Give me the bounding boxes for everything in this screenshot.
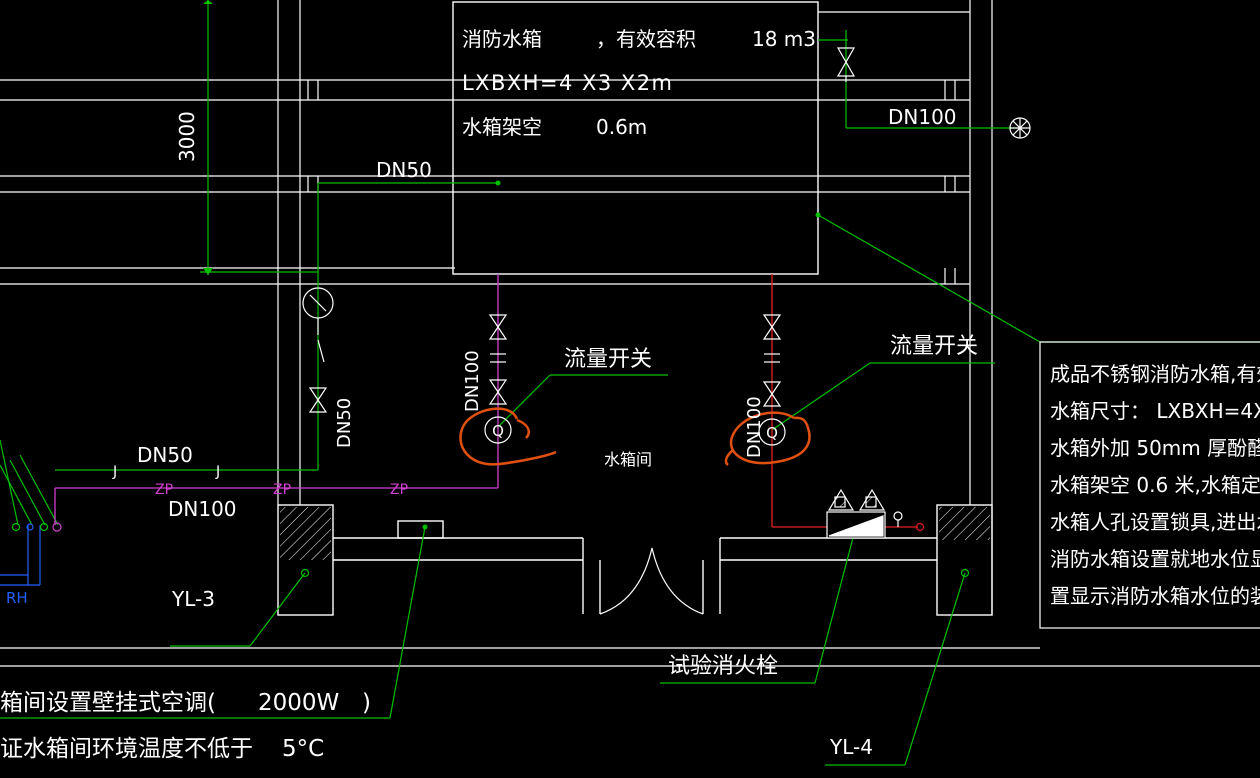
bottom-note-line1: 箱间设置壁挂式空调( [0, 690, 216, 716]
building-grid [0, 0, 1260, 667]
note-line-6: 消防水箱设置就地水位显示 [1050, 547, 1260, 571]
annotation-tick-left [516, 418, 530, 439]
label-dn50-left: DN50 [137, 443, 193, 467]
label-zp-1: ZP [155, 482, 173, 498]
pipe-end-marker [52, 522, 62, 532]
bottom-note-line2: 证水箱间环境温度不低于 [0, 736, 253, 762]
label-j-1: J [112, 464, 117, 480]
test-hydrant-outlet [915, 522, 925, 532]
bottom-note-power: 2000W [258, 690, 339, 716]
tank-volume: 18 m3 [752, 27, 816, 51]
label-rh: RH [6, 589, 28, 607]
dim-arrows [203, 0, 213, 275]
pressure-gauge [302, 287, 334, 413]
water-pipes [54, 274, 499, 525]
tank-title: 消防水箱 [462, 27, 542, 51]
label-zp-2: ZP [273, 482, 291, 498]
label-dn100-vertical-right: DN100 [744, 396, 765, 458]
label-test-hydrant: 试验消火栓 [668, 654, 778, 679]
annotation-tail-right [724, 449, 734, 466]
notes-box [1039, 341, 1260, 629]
label-flow-switch-right: 流量开关 [890, 334, 978, 359]
flow-switch-symbol-left: Q [492, 422, 504, 440]
rh-pipes [0, 525, 41, 586]
door-swing [599, 547, 704, 615]
note-line-7: 置显示消防水箱水位的装置 [1050, 584, 1260, 608]
bottom-note-close: ) [362, 690, 371, 716]
note-line-2: 水箱尺寸： LXBXH=4X [1050, 399, 1260, 423]
outlet-valves-left [484, 314, 512, 444]
note-line-1: 成品不锈钢消防水箱,有效容 [1050, 362, 1260, 386]
rh-pipe-ends [11, 522, 49, 532]
column-hatch-right [939, 507, 990, 540]
gate-valve-top [836, 47, 856, 82]
label-yl4: YL-4 [829, 735, 873, 759]
flow-switch-symbol-right: Q [766, 424, 778, 442]
label-dn50-top: DN50 [376, 158, 432, 182]
label-flow-switch-left: 流量开关 [564, 347, 652, 372]
tank-elevation-label: 水箱架空 [462, 115, 542, 139]
note-line-5: 水箱人孔设置锁具,进出水管 [1050, 510, 1260, 534]
riser-yl4-marker [960, 568, 970, 578]
annotation-circle-right [729, 411, 811, 465]
tank-dimensions: LXBXH=4 X3 X2m [462, 71, 672, 95]
note-line-4: 水箱架空 0.6 米,水箱定 [1050, 473, 1260, 497]
note-line-3: 水箱外加 50mm 厚酚醛 [1050, 436, 1260, 460]
tank-capacity-label: ，有效容积 [596, 27, 696, 51]
outlet-valves-right [758, 314, 786, 446]
label-zp-3: ZP [390, 482, 408, 498]
annotation-circle-left [459, 407, 557, 466]
label-room-name: 水箱间 [604, 450, 652, 469]
fire-pipe [771, 274, 918, 528]
riser-yl3-marker [300, 568, 310, 578]
label-dn100-left: DN100 [168, 497, 237, 521]
tank-elevation-value: 0.6m [596, 115, 647, 139]
label-yl3: YL-3 [171, 587, 215, 611]
bottom-note-temperature: 5°C [282, 736, 324, 762]
label-dn50-vertical: DN50 [334, 398, 355, 448]
dim-3000: 3000 [175, 111, 199, 162]
label-j-2: J [215, 464, 220, 480]
column-hatch-left [280, 507, 331, 560]
label-dn100-top: DN100 [888, 105, 957, 129]
test-hydrant-equipment [826, 488, 903, 539]
drain-symbol [1009, 117, 1031, 139]
leader-dots [422, 180, 821, 530]
fire-water-tank [452, 1, 819, 275]
label-dn100-vertical-left: DN100 [462, 350, 483, 412]
